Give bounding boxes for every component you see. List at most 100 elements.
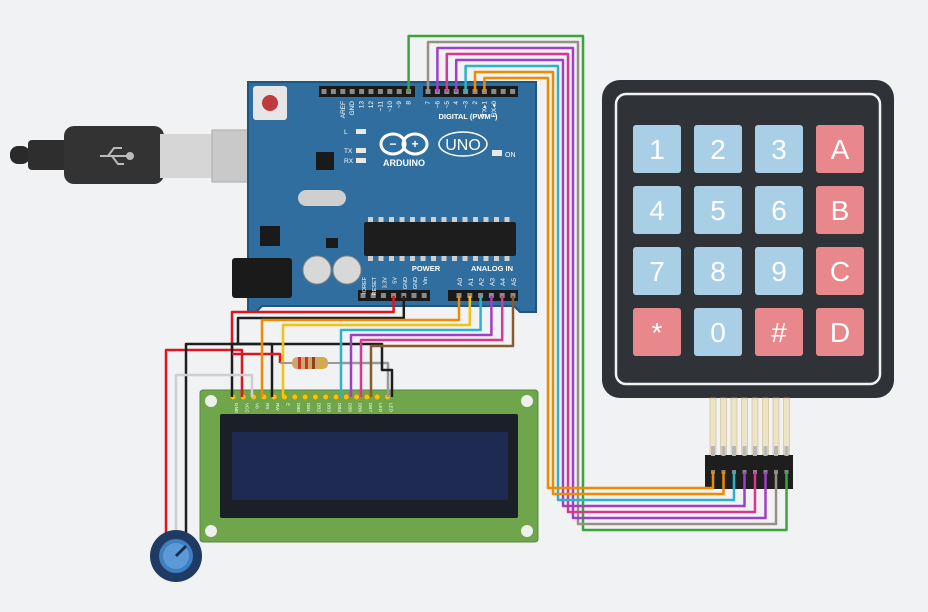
- lcd-pin[interactable]: [312, 393, 319, 401]
- lcd-screen: [232, 432, 508, 500]
- wire-keypad-col3[interactable]: [426, 40, 778, 526]
- led-label: L: [344, 129, 348, 136]
- lcd-pin[interactable]: [332, 393, 340, 401]
- header-pin[interactable]: [467, 293, 473, 298]
- pin-label: IOREF: [362, 276, 368, 293]
- wire-lcd-led[interactable]: [340, 361, 390, 397]
- power-jack: [232, 258, 292, 298]
- header-pin[interactable]: [359, 89, 365, 94]
- wire-5v[interactable]: [164, 296, 395, 542]
- key-label: 8: [710, 256, 726, 287]
- header-pin[interactable]: [377, 89, 383, 94]
- header-pin[interactable]: [510, 293, 516, 298]
- pin-label: 3.3V: [382, 277, 388, 289]
- key-star[interactable]: *: [633, 308, 681, 356]
- key-label: 3: [771, 134, 787, 165]
- usb-cable[interactable]: [10, 126, 283, 184]
- wire-resistor-vcc[interactable]: [232, 352, 282, 363]
- wires[interactable]: [164, 34, 788, 542]
- header-pin[interactable]: [491, 89, 497, 94]
- keypad-connector: [705, 455, 793, 489]
- key-3[interactable]: 3: [755, 125, 803, 173]
- header-pin[interactable]: [387, 89, 393, 94]
- key-8[interactable]: 8: [694, 247, 742, 295]
- key-2[interactable]: 2: [694, 125, 742, 173]
- key-6[interactable]: 6: [755, 186, 803, 234]
- wire-lcd-db5[interactable]: [349, 296, 493, 397]
- header-pin[interactable]: [340, 89, 346, 94]
- resistor[interactable]: [280, 357, 340, 369]
- potentiometer[interactable]: [150, 530, 202, 582]
- logo-minus: −: [389, 137, 396, 151]
- pin-label: 2: [472, 101, 479, 105]
- wire-keypad-row2[interactable]: [473, 70, 725, 496]
- lcd-pin[interactable]: [353, 393, 360, 401]
- wire-keypad-col2[interactable]: [436, 46, 767, 520]
- key-9[interactable]: 9: [755, 247, 803, 295]
- chip-pin: [431, 217, 436, 222]
- key-d[interactable]: D: [816, 308, 864, 356]
- wire-lcd-db7[interactable]: [369, 296, 515, 397]
- key-hash[interactable]: #: [755, 308, 803, 356]
- key-label: 9: [771, 256, 787, 287]
- lcd-pin[interactable]: [343, 393, 350, 401]
- key-c[interactable]: C: [816, 247, 864, 295]
- wire-lcd-e[interactable]: [281, 296, 472, 397]
- header-pin[interactable]: [456, 293, 462, 298]
- header-pin[interactable]: [401, 293, 407, 298]
- wire-keypad-row4[interactable]: [454, 58, 746, 508]
- key-5[interactable]: 5: [694, 186, 742, 234]
- header-pin[interactable]: [330, 89, 336, 94]
- lcd-pin-label: DB1: [306, 403, 311, 412]
- key-0[interactable]: 0: [694, 308, 742, 356]
- header-pin[interactable]: [380, 293, 386, 298]
- header-pin[interactable]: [368, 89, 374, 94]
- wire-lcd-vcc[interactable]: [232, 348, 244, 397]
- lcd-pin[interactable]: [291, 393, 298, 401]
- wire-lcd-db4[interactable]: [339, 296, 482, 397]
- header-pin[interactable]: [499, 293, 505, 298]
- key-a[interactable]: A: [816, 125, 864, 173]
- wire-lcd-contrast[interactable]: [174, 373, 254, 542]
- key-1[interactable]: 1: [633, 125, 681, 173]
- mount-hole: [205, 395, 217, 407]
- power-analog-pin-header[interactable]: [358, 290, 518, 301]
- chip-pin: [441, 217, 447, 222]
- key-b[interactable]: B: [816, 186, 864, 234]
- wire-keypad-row1[interactable]: [483, 76, 715, 490]
- header-pin[interactable]: [411, 293, 417, 298]
- key-4[interactable]: 4: [633, 186, 681, 234]
- header-pin[interactable]: [500, 89, 506, 94]
- header-pin[interactable]: [321, 89, 327, 94]
- lcd-pin-label: DB3: [327, 403, 332, 412]
- header-pin[interactable]: [370, 293, 376, 298]
- wire-keypad-col4[interactable]: [407, 34, 788, 532]
- lcd-pin[interactable]: [374, 393, 381, 401]
- wire-gnd[interactable]: [184, 296, 406, 542]
- header-pin[interactable]: [360, 293, 366, 298]
- pin-label: RESET: [372, 276, 378, 295]
- wire-keypad-col1[interactable]: [445, 52, 757, 514]
- lcd-pin[interactable]: [302, 393, 309, 401]
- lcd-pin[interactable]: [363, 393, 371, 401]
- wire-keypad-row3[interactable]: [464, 64, 736, 502]
- header-pin[interactable]: [349, 89, 355, 94]
- key-7[interactable]: 7: [633, 247, 681, 295]
- header-pin[interactable]: [391, 293, 397, 298]
- header-pin[interactable]: [510, 89, 516, 94]
- header-pin[interactable]: [488, 293, 494, 298]
- header-pin[interactable]: [396, 89, 402, 94]
- lcd-pin[interactable]: [322, 393, 329, 401]
- header-pin[interactable]: [478, 293, 484, 298]
- wire-lcd-led-gnd[interactable]: [238, 342, 394, 397]
- header-pin[interactable]: [421, 293, 427, 298]
- wire-lcd-gnd[interactable]: [230, 342, 238, 397]
- chip-pin: [410, 217, 415, 222]
- wire-lcd-rs[interactable]: [260, 296, 461, 397]
- wire-lcd-db6[interactable]: [359, 296, 504, 397]
